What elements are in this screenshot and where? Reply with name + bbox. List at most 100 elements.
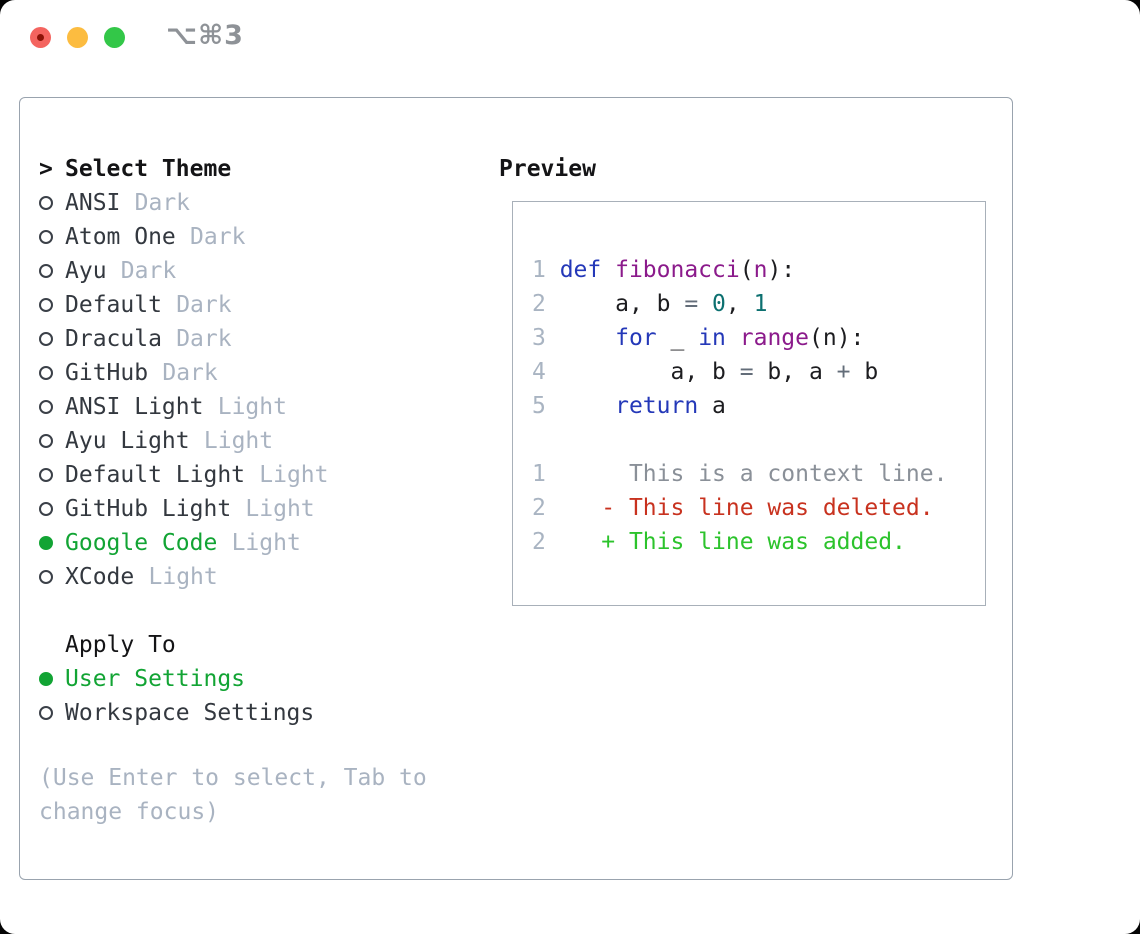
- diff-line-context: 1 This is a context line.: [532, 457, 947, 491]
- theme-option-default[interactable]: Default Dark: [39, 288, 329, 322]
- code-line: 1 def fibonacci(n):: [532, 257, 796, 283]
- theme-name: Dracula: [65, 326, 162, 352]
- theme-variant: Light: [148, 564, 218, 590]
- apply-option-label: Workspace Settings: [65, 700, 315, 726]
- radio-icon: [39, 502, 53, 516]
- radio-icon: [39, 468, 53, 482]
- theme-name: Default: [65, 292, 162, 318]
- radio-icon: [39, 706, 53, 720]
- radio-marker: [39, 230, 65, 244]
- line-number: 1: [532, 257, 560, 283]
- theme-variant: Dark: [190, 224, 246, 250]
- radio-icon: [39, 400, 53, 414]
- theme-variant: Light: [203, 428, 274, 454]
- diff-marker: -: [601, 495, 629, 521]
- help-text: (Use Enter to select, Tab to change focu…: [39, 765, 427, 825]
- line-number: 3: [532, 325, 560, 351]
- theme-variant: Light: [245, 496, 315, 522]
- theme-name: Google Code: [65, 530, 218, 556]
- close-button[interactable]: [30, 27, 51, 48]
- code-line: 4 a, b = b, a + b: [532, 359, 879, 385]
- preview-box: 1 def fibonacci(n): 2 a, b = 0, 1 3 for _ …: [512, 201, 986, 606]
- theme-name: ANSI Light: [65, 394, 204, 420]
- theme-variant: Light: [259, 462, 329, 488]
- line-number: 5: [532, 393, 560, 419]
- theme-variant: Dark: [176, 292, 232, 318]
- diff-marker: [601, 461, 629, 487]
- theme-option-ayu-light[interactable]: Ayu Light Light: [39, 424, 329, 458]
- radio-icon: [39, 332, 53, 346]
- code-preview: 1 def fibonacci(n): 2 a, b = 0, 1 3 for _ …: [532, 253, 947, 559]
- line-number: 2: [532, 291, 560, 317]
- theme-name: Ayu Light: [65, 428, 190, 454]
- theme-name: GitHub Light: [65, 496, 232, 522]
- theme-option-github[interactable]: GitHub Dark: [39, 356, 329, 390]
- radio-icon: [39, 264, 53, 278]
- radio-icon: [39, 672, 53, 686]
- radio-marker: [39, 264, 65, 278]
- apply-to-header: Apply To: [39, 628, 314, 662]
- code-line: 5 return a: [532, 393, 726, 419]
- line-number: 2: [532, 529, 602, 555]
- radio-icon: [39, 298, 53, 312]
- theme-list-title: Select Theme: [65, 156, 232, 182]
- theme-name: Ayu: [65, 258, 107, 284]
- theme-list-header: > Select Theme: [39, 152, 329, 186]
- radio-marker: [39, 434, 65, 448]
- radio-marker: [39, 196, 65, 210]
- theme-variant: Dark: [134, 190, 191, 216]
- code-line: 2 a, b = 0, 1: [532, 291, 768, 317]
- diff-text: This is a context line.: [628, 461, 948, 487]
- radio-icon: [39, 366, 53, 380]
- theme-variant: Dark: [162, 360, 218, 386]
- line-number: 4: [532, 359, 560, 385]
- radio-icon: [39, 196, 53, 210]
- radio-marker: [39, 502, 65, 516]
- window-shortcut-label: ⌥⌘3: [166, 20, 244, 51]
- apply-option-label: User Settings: [65, 666, 246, 692]
- diff-marker: +: [601, 529, 629, 555]
- minimize-button[interactable]: [67, 27, 88, 48]
- apply-option-user-settings[interactable]: User Settings: [39, 662, 314, 696]
- theme-option-xcode[interactable]: XCode Light: [39, 560, 329, 594]
- radio-icon: [39, 570, 53, 584]
- theme-name: ANSI: [65, 190, 121, 216]
- radio-icon: [39, 230, 53, 244]
- theme-name: GitHub: [65, 360, 149, 386]
- theme-variant: Light: [231, 530, 301, 556]
- theme-option-ansi[interactable]: ANSI Dark: [39, 186, 329, 220]
- theme-option-atom-one[interactable]: Atom One Dark: [39, 220, 329, 254]
- diff-line-added: 2 + This line was added.: [532, 525, 947, 559]
- radio-marker: [39, 570, 65, 584]
- selection-cursor-icon: >: [39, 156, 53, 182]
- theme-option-ansi-light[interactable]: ANSI Light Light: [39, 390, 329, 424]
- diff-line-deleted: 2 - This line was deleted.: [532, 491, 947, 525]
- radio-marker: [39, 400, 65, 414]
- theme-name: XCode: [65, 564, 135, 590]
- diff-text: This line was deleted.: [628, 495, 934, 521]
- maximize-button[interactable]: [104, 27, 125, 48]
- radio-icon: [39, 434, 53, 448]
- theme-option-github-light[interactable]: GitHub Light Light: [39, 492, 329, 526]
- radio-marker: [39, 672, 65, 686]
- radio-marker: [39, 366, 65, 380]
- radio-marker: [39, 536, 65, 550]
- line-number: 1: [532, 461, 602, 487]
- theme-variant: Light: [217, 394, 287, 420]
- apply-option-workspace-settings[interactable]: Workspace Settings: [39, 696, 314, 730]
- line-number: 2: [532, 495, 602, 521]
- radio-marker: [39, 332, 65, 346]
- theme-name: Atom One: [65, 224, 176, 250]
- theme-option-google-code[interactable]: Google Code Light: [39, 526, 329, 560]
- diff-text: This line was added.: [628, 529, 906, 555]
- code-line: 3 for _ in range(n):: [532, 325, 865, 351]
- radio-icon: [39, 536, 53, 550]
- radio-marker: [39, 706, 65, 720]
- close-dot-icon: [37, 34, 44, 41]
